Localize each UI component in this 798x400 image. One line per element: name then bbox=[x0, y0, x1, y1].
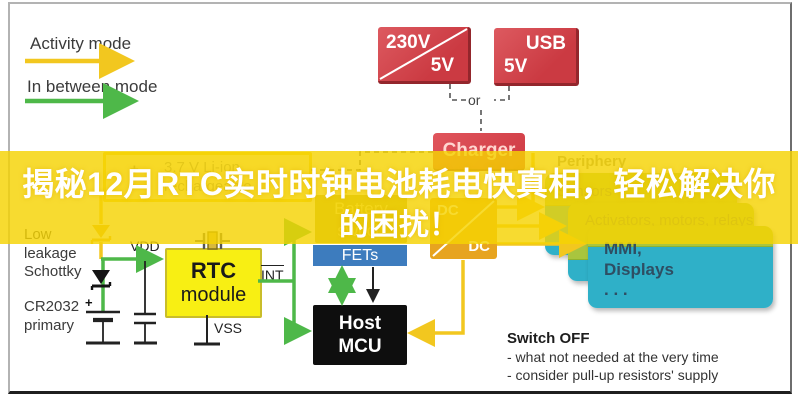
mains-5v-label: 5V bbox=[430, 55, 454, 76]
mmi-card-line3: . . . bbox=[604, 280, 628, 299]
primary-label: primary bbox=[24, 317, 75, 334]
rtc-name-label: RTC bbox=[190, 258, 237, 283]
cr2032-plus-label: + bbox=[85, 295, 93, 310]
fets-box: FETs bbox=[313, 245, 407, 266]
mains-source-box: 230V 5V bbox=[378, 27, 471, 84]
switch-off-title: Switch OFF bbox=[507, 330, 590, 347]
usb-label: USB bbox=[525, 33, 566, 54]
switch-off-note: Switch OFF - what not needed at the very… bbox=[507, 329, 767, 384]
switch-off-item1: - what not needed at the very time bbox=[507, 349, 719, 365]
or-label: or bbox=[468, 92, 481, 108]
int-pin-label: INT bbox=[261, 265, 284, 283]
mmi-card-line2: Displays bbox=[604, 260, 674, 279]
mcu-line2: MCU bbox=[338, 336, 382, 357]
banner-title-line1: 揭秘12月RTC实时时钟电池耗电快真相，轻松解决你 bbox=[22, 166, 776, 202]
mmi-card-body bbox=[588, 246, 773, 308]
usb-5v-label: 5V bbox=[504, 56, 528, 77]
vss-pin-label: VSS bbox=[214, 320, 243, 336]
host-mcu-box: Host MCU bbox=[313, 305, 407, 365]
legend-in-between-mode-label: In between mode bbox=[27, 77, 158, 96]
mcu-line1: Host bbox=[338, 313, 382, 334]
rtc-module-box: RTC module bbox=[165, 248, 262, 318]
banner-title-line2: 的困扰！ bbox=[339, 209, 459, 242]
mains-voltage-label: 230V bbox=[386, 32, 431, 53]
leakage-label: leakage bbox=[24, 245, 77, 262]
schottky-label: Schottky bbox=[24, 263, 82, 280]
cr2032-label: CR2032 bbox=[24, 298, 80, 315]
legend-activity-mode-label: Activity mode bbox=[30, 34, 132, 53]
rtc-module-label: module bbox=[180, 284, 247, 306]
usb-source-box: USB 5V bbox=[494, 28, 579, 86]
int-pin-text: INT bbox=[261, 265, 284, 283]
switch-off-item2: - consider pull-up resistors' supply bbox=[507, 367, 719, 383]
